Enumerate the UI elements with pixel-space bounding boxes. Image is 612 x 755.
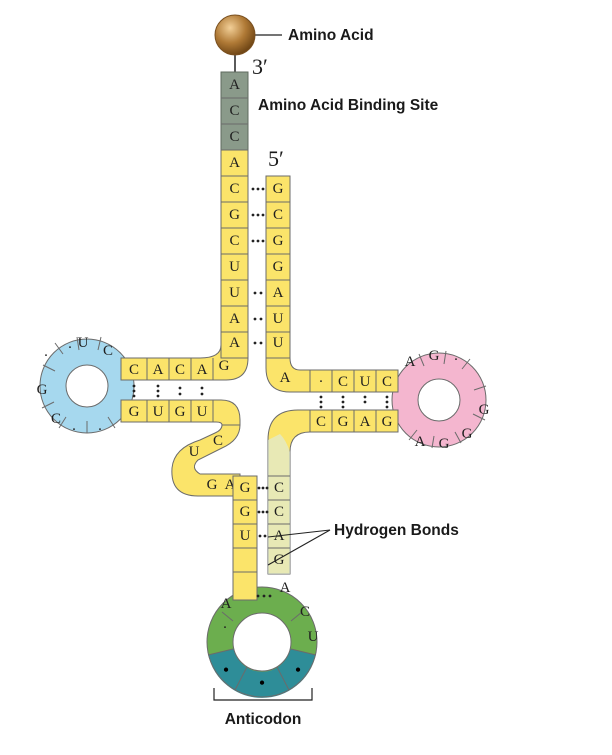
d-arm-hydrogen-bonds — [132, 384, 204, 398]
d-loop: U C · · G C · · — [37, 335, 135, 438]
nucleotide: C — [274, 480, 284, 496]
nucleotide: U — [153, 404, 164, 420]
nucleotide: A — [229, 155, 240, 171]
nucleotide: · — [44, 348, 49, 364]
nucleotide: G — [338, 414, 349, 430]
t-loop: A G · G G G A — [391, 348, 490, 452]
nucleotide: · — [223, 620, 228, 636]
nucleotide: A — [229, 335, 240, 351]
nucleotide: U — [189, 444, 200, 460]
nucleotide: G — [274, 552, 285, 568]
nucleotide: A — [229, 77, 240, 93]
nucleotide: G — [462, 426, 473, 442]
nucleotide: C — [229, 129, 239, 145]
anticodon-hydrogen-bonds — [256, 486, 272, 598]
anticodon-stem: G G U C C A G A — [232, 475, 291, 601]
anticodon-base: • — [259, 673, 265, 693]
hydrogen-bonds-pointer — [267, 529, 331, 566]
nucleotide: U — [273, 311, 284, 327]
acceptor-hydrogen-bonds — [251, 187, 265, 345]
anticodon-loop: A · C U • • • — [206, 586, 319, 698]
nucleotide: G — [273, 259, 284, 275]
nucleotide: G — [240, 480, 251, 496]
nucleotide: C — [274, 504, 284, 520]
nucleotide: A — [229, 311, 240, 327]
nucleotide: U — [197, 404, 208, 420]
nucleotide: A — [360, 414, 371, 430]
nucleotide: U — [273, 335, 284, 351]
nucleotide: C — [229, 233, 239, 249]
nucleotide: A — [415, 434, 426, 450]
nucleotide: A — [153, 362, 164, 378]
nucleotide: G — [229, 207, 240, 223]
anticodon-label: Anticodon — [225, 711, 302, 728]
nucleotide: G — [429, 348, 440, 364]
nucleotide: G — [240, 504, 251, 520]
nucleotide: U — [229, 259, 240, 275]
nucleotide: C — [273, 207, 283, 223]
three-prime-label: 3′ — [252, 54, 268, 79]
nucleotide: C — [213, 433, 223, 449]
nucleotide: U — [308, 629, 319, 645]
nucleotide: A — [273, 285, 284, 301]
nucleotide: C — [382, 374, 392, 390]
anticodon-base: • — [223, 660, 229, 680]
nucleotide: C — [316, 414, 326, 430]
five-prime-label: 5′ — [268, 146, 284, 171]
nucleotide: C — [129, 362, 139, 378]
variable-region — [171, 424, 241, 497]
nucleotide: A — [221, 596, 232, 612]
nucleotide: G — [207, 477, 218, 493]
t-arm-hydrogen-bonds — [319, 395, 389, 409]
nucleotide: G — [219, 358, 230, 374]
nucleotide: C — [229, 181, 239, 197]
nucleotide: U — [229, 285, 240, 301]
nucleotide: C — [300, 604, 310, 620]
variable-tint — [268, 434, 290, 574]
nucleotide: · — [72, 422, 77, 438]
nucleotide: C — [338, 374, 348, 390]
nucleotide: U — [78, 335, 89, 351]
nucleotide: · — [68, 340, 73, 356]
nucleotide: U — [360, 374, 371, 390]
amino-acid-label: Amino Acid — [288, 27, 374, 44]
d-arm-top-strand — [120, 344, 249, 381]
nucleotide: G — [479, 402, 490, 418]
acceptor-stem: A C G C U U A A G C G G A U U — [220, 149, 291, 359]
nucleotide: G — [37, 382, 48, 398]
anticodon-bracket — [213, 688, 313, 701]
nucleotide: A — [280, 370, 291, 386]
binding-site-label: Amino Acid Binding Site — [258, 97, 439, 114]
nucleotide: C — [103, 343, 113, 359]
nucleotide: G — [175, 404, 186, 420]
nucleotide: · — [319, 374, 324, 390]
hydrogen-bonds-label: Hydrogen Bonds — [334, 522, 459, 539]
nucleotide: G — [129, 404, 140, 420]
anticodon-base: • — [295, 660, 301, 680]
nucleotide: U — [240, 528, 251, 544]
nucleotide: C — [51, 411, 61, 427]
amino-acid-ball — [214, 14, 256, 56]
nucleotide: C — [229, 103, 239, 119]
nucleotide: G — [273, 181, 284, 197]
nucleotide: · — [98, 422, 103, 438]
nucleotide: A — [225, 477, 236, 493]
nucleotide: G — [439, 436, 450, 452]
binding-site: A C C — [220, 71, 249, 151]
nucleotide: A — [197, 362, 208, 378]
nucleotide: G — [273, 233, 284, 249]
nucleotide: A — [280, 580, 291, 596]
nucleotide: G — [382, 414, 393, 430]
nucleotide: A — [405, 354, 416, 370]
nucleotide: · — [454, 352, 459, 368]
nucleotide: C — [175, 362, 185, 378]
